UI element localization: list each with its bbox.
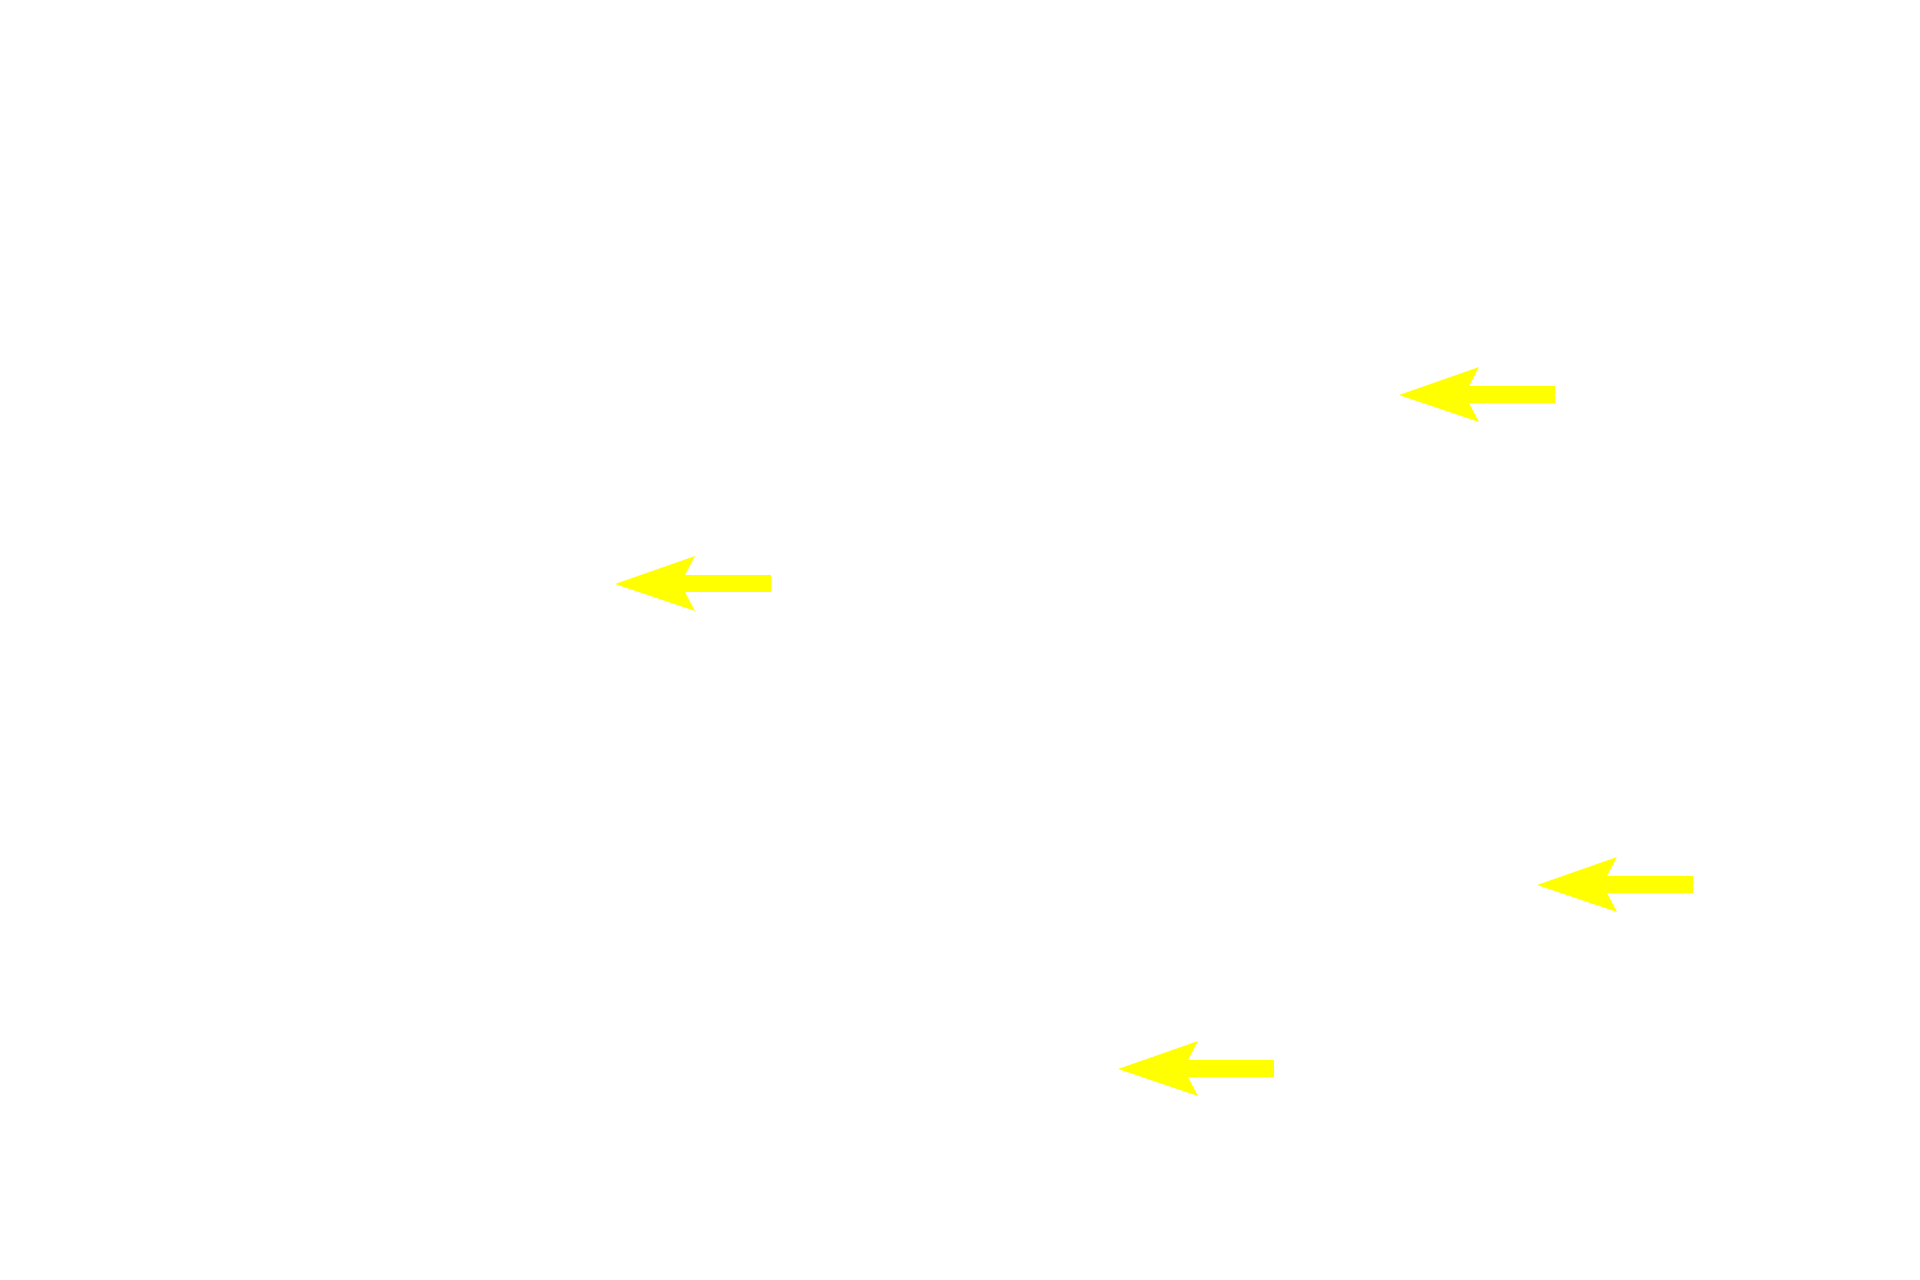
arrow-shape <box>1537 857 1693 912</box>
left-arrow-icon <box>1118 1041 1274 1096</box>
left-arrow-icon <box>1537 857 1693 912</box>
arrow-shape <box>1118 1041 1274 1096</box>
arrow-shape <box>615 556 771 611</box>
left-arrow-icon <box>1399 367 1555 422</box>
arrow-shape <box>1399 367 1555 422</box>
left-arrow-icon <box>615 556 771 611</box>
